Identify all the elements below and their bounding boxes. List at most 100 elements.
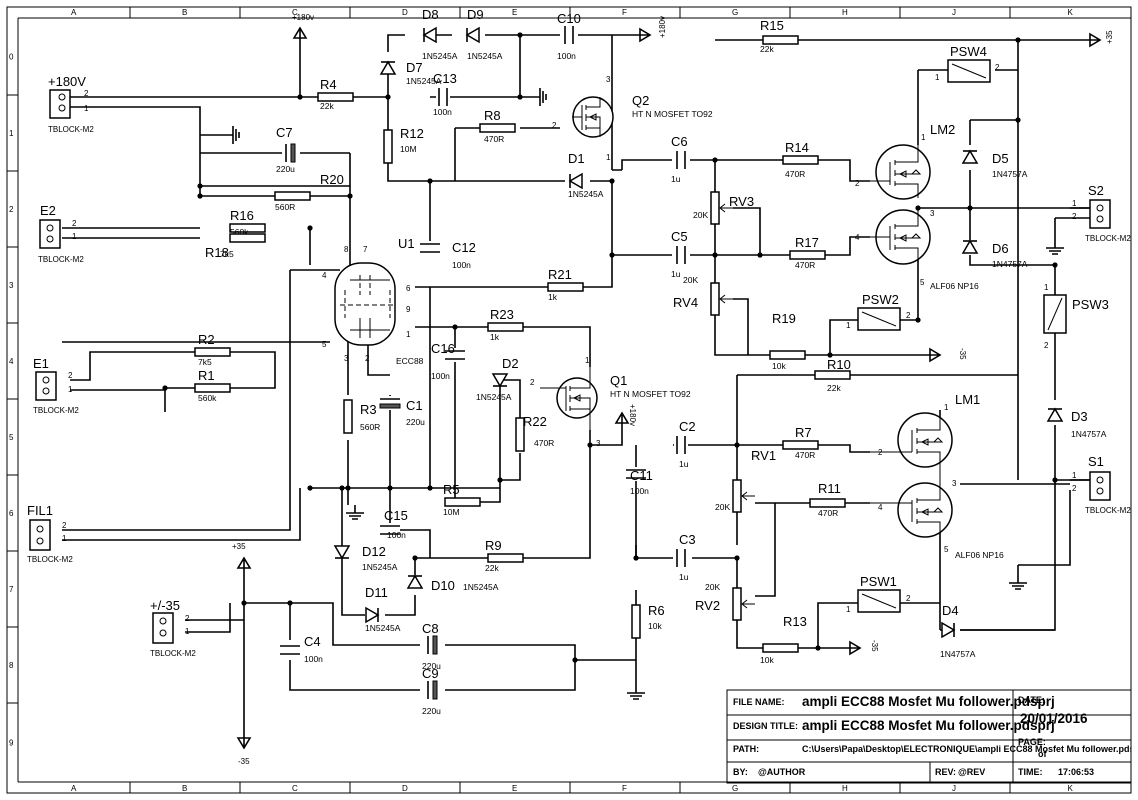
component-ref: C12	[452, 240, 476, 255]
component-value: ALF06 NP16	[955, 550, 1004, 560]
connector-name: +/-35	[150, 598, 180, 613]
ground-icon	[627, 685, 645, 700]
svg-text:2: 2	[855, 179, 860, 188]
component-value: 100n	[387, 530, 406, 540]
component-value: 470R	[785, 169, 805, 179]
component-ref: D11	[365, 585, 388, 600]
component-value: 1N5245A	[362, 562, 398, 572]
svg-text:5: 5	[944, 545, 949, 554]
component-ref: D10	[431, 578, 455, 593]
component-value: 470R	[484, 134, 504, 144]
component-ref: D3	[1071, 409, 1088, 424]
pin-label: 1	[72, 232, 77, 241]
svg-text:3: 3	[952, 479, 957, 488]
svg-text:4: 4	[855, 233, 860, 242]
component-value: 20K	[705, 582, 720, 592]
grid-row-label: 1	[9, 129, 14, 138]
component-ref: C13	[433, 71, 457, 86]
component-value: 1N4757A	[992, 169, 1028, 179]
svg-text:1: 1	[585, 356, 590, 365]
component-ref: C1	[406, 398, 423, 413]
svg-text:2: 2	[878, 448, 883, 457]
ground-icon	[1009, 575, 1027, 590]
component-ref: PSW1	[860, 574, 897, 589]
component-ref: R3	[360, 402, 377, 417]
component-ref: C16	[431, 341, 455, 356]
connector-s2: S2 1 2 TBLOCK-M2	[1072, 183, 1131, 243]
connector-e1: E1 2 1 TBLOCK-M2	[33, 356, 79, 415]
component-value: 1N5245A	[463, 582, 499, 592]
connector-type: TBLOCK-M2	[33, 406, 79, 415]
component-value: 1k	[490, 332, 500, 342]
component-value: 7k5	[220, 249, 234, 259]
switch-psw1: PSW1 1 2	[846, 574, 911, 614]
component-value: 1u	[671, 174, 681, 184]
diode-d6: D6 1N4757A	[961, 239, 1028, 269]
grid-row-label: 5	[9, 433, 14, 442]
by-label: BY:	[733, 767, 748, 777]
connector-s1: S1 1 2 TBLOCK-M2	[1072, 454, 1131, 515]
component-ref: LM2	[930, 122, 955, 137]
component-ref: C5	[671, 229, 688, 244]
rail-label-m35-psw1: -35	[870, 640, 879, 652]
svg-text:2: 2	[530, 378, 535, 387]
grid-column-label-top: C	[292, 8, 298, 17]
wire-network	[62, 34, 1090, 735]
component-value: 100n	[304, 654, 323, 664]
ground-icon	[200, 126, 240, 144]
grid-column-label-bottom: C	[292, 784, 298, 793]
svg-text:2: 2	[906, 594, 911, 603]
connector-name: E2	[40, 203, 56, 218]
component-ref: Q1	[610, 373, 627, 388]
grid-column-label-top: H	[842, 8, 848, 17]
switch-psw3: PSW3 1 2	[1043, 283, 1109, 350]
ground-icon	[539, 88, 547, 106]
file-name-label: FILE NAME:	[733, 697, 785, 707]
rail-label-m35-supply: -35	[238, 757, 250, 766]
grid-column-label-bottom: H	[842, 784, 848, 793]
component-ref: R11	[818, 481, 841, 496]
component-ref: R17	[795, 235, 819, 250]
ground-symbols	[200, 88, 1064, 700]
time-value: 17:06:53	[1058, 767, 1094, 777]
component-ref: R10	[827, 357, 851, 372]
component-ref: D6	[992, 241, 1009, 256]
component-ref: D8	[422, 7, 439, 22]
component-ref: D2	[502, 356, 519, 371]
connector-type: TBLOCK-M2	[1085, 506, 1131, 515]
component-ref: C15	[384, 508, 408, 523]
component-ref: R12	[400, 126, 424, 141]
connector-name: E1	[33, 356, 49, 371]
pin-label: 2	[1072, 484, 1077, 493]
component-value: 1N5245A	[422, 51, 458, 61]
pin-label: 2	[84, 89, 89, 98]
switch-psw2: PSW2 1 2	[846, 292, 911, 331]
grid-row-label: 8	[9, 661, 14, 670]
connector-type: TBLOCK-M2	[38, 255, 84, 264]
component-value: 100n	[452, 260, 471, 270]
component-ref: D9	[467, 7, 484, 22]
component-value: 1N5245A	[568, 189, 604, 199]
component-value: 1N4757A	[992, 259, 1028, 269]
capacitors: C10100nC13100nC7220uC12100nC16100nC1220u…	[276, 11, 696, 716]
grid-column-label-top: A	[71, 8, 77, 17]
